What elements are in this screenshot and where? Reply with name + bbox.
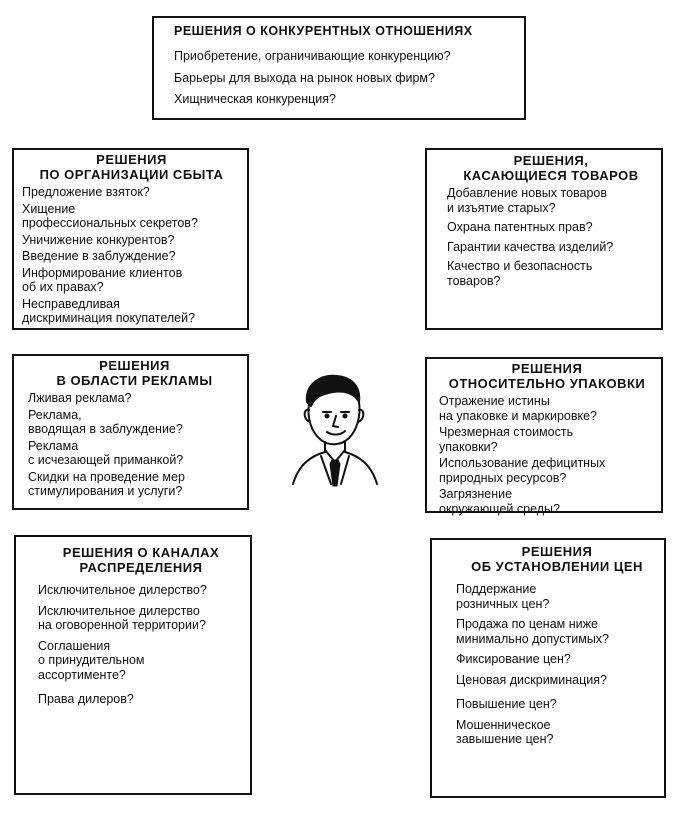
- advertising-decisions-title: РЕШЕНИЯ В ОБЛАСТИ РЕКЛАМЫ: [56, 358, 213, 388]
- sales-item: Информирование клиентов об их правах?: [22, 265, 183, 295]
- pricing-decisions-list: Поддержание розничных цен? Продажа по це…: [456, 582, 658, 747]
- distribution-channels-box: РЕШЕНИЯ О КАНАЛАХ РАСПРЕДЕЛЕНИЯ Исключит…: [14, 535, 252, 795]
- competitive-item: Приобретение, ограничивающие конкуренцию…: [174, 49, 451, 63]
- competitive-item: Барьеры для выхода на рынок новых фирм?: [174, 70, 435, 85]
- products-decisions-title: РЕШЕНИЯ, КАСАЮЩИЕСЯ ТОВАРОВ: [463, 153, 639, 183]
- packaging-item: Отражение истины на упаковке и маркировк…: [439, 394, 597, 423]
- pricing-item: Повышение цен?: [456, 697, 557, 711]
- channels-item: Соглашения о принудительном ассортименте…: [38, 638, 145, 682]
- packaging-item: Загрязнение окружающей среды?: [439, 487, 560, 516]
- products-item: Качество и безопасность товаров?: [447, 259, 593, 288]
- sales-item: Введение в заблуждение?: [22, 249, 176, 263]
- pricing-item: Фиксирование цен?: [456, 652, 571, 666]
- sales-decisions-title: РЕШЕНИЯ ПО ОРГАНИЗАЦИИ СБЫТА: [39, 152, 224, 182]
- competitive-decisions-box: РЕШЕНИЯ О КОНКУРЕНТНЫХ ОТНОШЕНИЯХ Приобр…: [152, 16, 526, 120]
- sales-decisions-list: Предложение взяток? Хищение профессионал…: [22, 185, 241, 326]
- packaging-decisions-box: РЕШЕНИЯ ОТНОСИТЕЛЬНО УПАКОВКИ Отражение …: [425, 357, 663, 516]
- sales-item: Предложение взяток?: [22, 185, 150, 199]
- pricing-item: Мошенническое завышение цен?: [456, 717, 554, 747]
- advertising-item: Лживая реклама?: [28, 391, 132, 405]
- sales-item: Несправедливая дискриминация покупателей…: [22, 296, 196, 326]
- sales-decisions-box: РЕШЕНИЯ ПО ОРГАНИЗАЦИИ СБЫТА Предложение…: [12, 148, 249, 330]
- pricing-decisions-title: РЕШЕНИЯ ОБ УСТАНОВЛЕНИИ ЦЕН: [471, 544, 643, 574]
- products-decisions-box: РЕШЕНИЯ, КАСАЮЩИЕСЯ ТОВАРОВ Добавление н…: [425, 148, 663, 330]
- pricing-item: Поддержание розничных цен?: [456, 582, 550, 611]
- products-item: Добавление новых товаров и изъятие стары…: [447, 186, 608, 215]
- businessman-illustration: [292, 374, 378, 487]
- competitive-decisions-title: РЕШЕНИЯ О КОНКУРЕНТНЫХ ОТНОШЕНИЯХ: [174, 24, 473, 38]
- products-decisions-list: Добавление новых товаров и изъятие стары…: [447, 186, 655, 288]
- packaging-item: Использование дефицитных природных ресур…: [439, 456, 606, 485]
- competitive-item: Хищническая конкуренция?: [174, 92, 336, 106]
- packaging-decisions-list: Отражение истины на упаковке и маркировк…: [439, 394, 655, 516]
- distribution-channels-list: Исключительное дилерство? Исключительное…: [38, 583, 244, 707]
- distribution-channels-title: РЕШЕНИЯ О КАНАЛАХ РАСПРЕДЕЛЕНИЯ: [62, 545, 220, 575]
- products-item: Охрана патентных прав?: [447, 220, 593, 234]
- channels-item: Исключительное дилерство на оговоренной …: [38, 603, 206, 633]
- competitive-decisions-list: Приобретение, ограничивающие конкуренцию…: [174, 49, 514, 107]
- pricing-decisions-box: РЕШЕНИЯ ОБ УСТАНОВЛЕНИИ ЦЕН Поддержание …: [430, 538, 666, 798]
- channels-item: Права дилеров?: [38, 692, 134, 706]
- advertising-item: Реклама, вводящая в заблуждение?: [28, 407, 183, 437]
- advertising-decisions-list: Лживая реклама? Реклама, вводящая в забл…: [28, 391, 241, 499]
- pricing-item: Продажа по ценам ниже минимально допусти…: [456, 617, 610, 646]
- sales-item: Хищение профессиональных секретов?: [22, 201, 198, 231]
- advertising-decisions-box: РЕШЕНИЯ В ОБЛАСТИ РЕКЛАМЫ Лживая реклама…: [12, 354, 249, 510]
- advertising-item: Скидки на проведение мер стимулирования …: [28, 469, 185, 499]
- packaging-decisions-title: РЕШЕНИЯ ОТНОСИТЕЛЬНО УПАКОВКИ: [448, 361, 646, 391]
- sales-item: Уничижение конкурентов?: [22, 232, 175, 247]
- channels-item: Исключительное дилерство?: [38, 583, 207, 597]
- pricing-item: Ценовая дискриминация?: [456, 672, 607, 687]
- advertising-item: Реклама с исчезающей приманкой?: [28, 438, 184, 468]
- products-item: Гарантии качества изделий?: [447, 239, 614, 254]
- packaging-item: Чрезмерная стоимость упаковки?: [439, 425, 574, 454]
